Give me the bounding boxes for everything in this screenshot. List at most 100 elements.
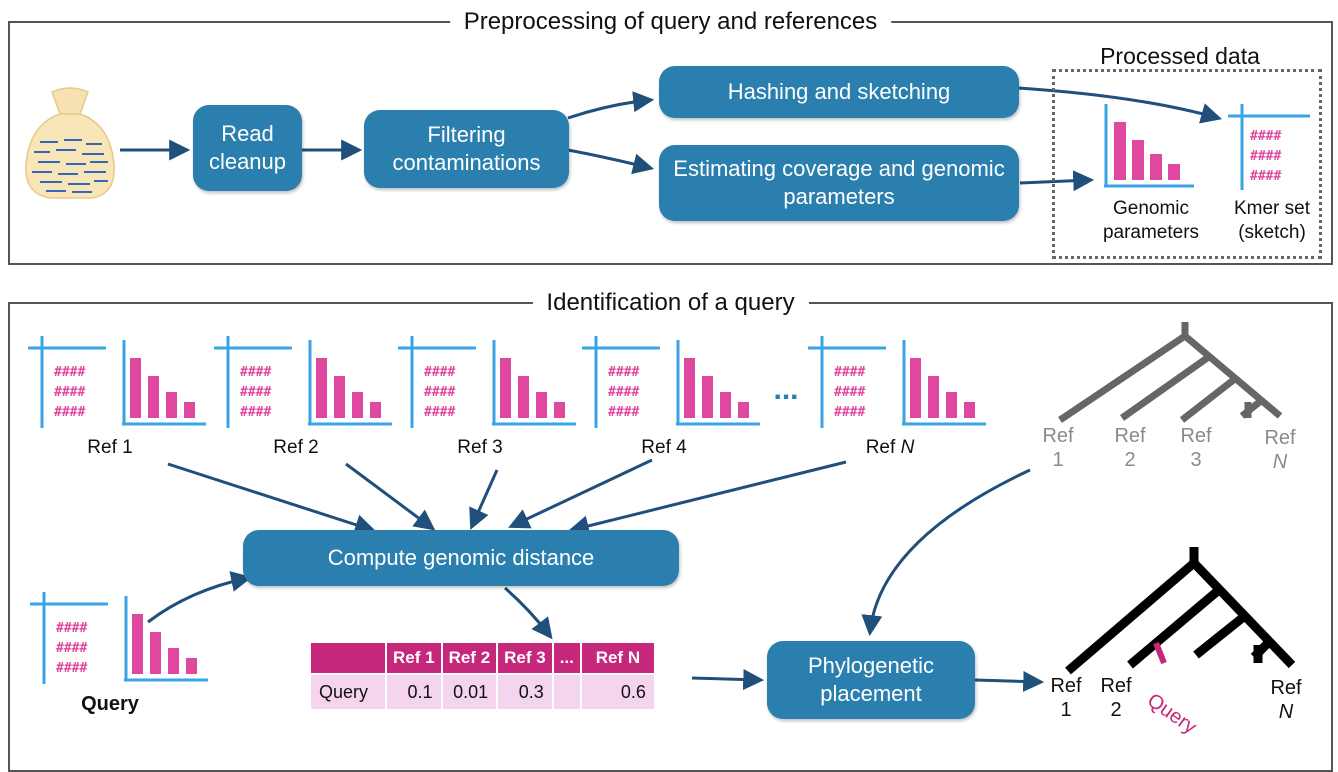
svg-text:####: ####	[54, 365, 85, 380]
gray-tree-ref3-label: Ref 3	[1176, 424, 1216, 472]
estimating-coverage-box: Estimating coverage and genomic paramete…	[659, 145, 1019, 221]
table-corner	[311, 643, 387, 674]
ref-1-group: #### #### ####	[28, 336, 208, 428]
refs-ellipsis: ...	[773, 373, 799, 406]
distance-table-header: Ref 1 Ref 2 Ref 3 ... Ref N	[311, 643, 656, 674]
ref-n-variable: N	[900, 437, 915, 458]
placed-tree-refn-label: Ref N	[1266, 676, 1306, 724]
table-cell-ref1: 0.1	[386, 673, 443, 709]
placed-tree-ref1-word: Ref	[1050, 675, 1082, 697]
table-header-refn: Ref N	[580, 643, 656, 674]
processed-data-title: Processed data	[1090, 44, 1270, 68]
genomic-parameters-label: Genomic parameters	[1102, 198, 1200, 243]
svg-text:####: ####	[240, 385, 271, 400]
arrow-placement-to-tree	[974, 670, 1045, 692]
placed-tree-ref1-label: Ref 1	[1046, 674, 1086, 722]
arrow-tree-to-placement	[861, 468, 1031, 637]
ref-4-group: #### #### ####	[582, 336, 762, 428]
gray-tree-ref2-label: Ref 2	[1110, 424, 1150, 472]
table-header-ref1: Ref 1	[386, 643, 443, 674]
svg-text:####: ####	[834, 365, 865, 380]
arrow-estimating-to-genomic	[1019, 170, 1095, 192]
gray-tree-refn-label: Ref N	[1260, 426, 1300, 474]
identification-panel: Identification of a query	[8, 288, 1333, 772]
arrow-query-to-compute	[147, 571, 253, 624]
preprocessing-title: Preprocessing of query and references	[449, 7, 892, 37]
placed-tree-ref2-word: Ref	[1100, 675, 1132, 697]
ref-n-prefix: Ref	[865, 437, 896, 458]
table-header-ref3: Ref 3	[497, 643, 554, 674]
svg-text:####: ####	[424, 365, 455, 380]
gray-tree-refn-word: Ref	[1264, 427, 1296, 449]
svg-text:####: ####	[1250, 149, 1281, 164]
placed-tree-ref2-num: 2	[1110, 699, 1122, 721]
gray-tree-ref2-num: 2	[1124, 449, 1136, 471]
gray-tree-ref1-word: Ref	[1042, 425, 1074, 447]
placed-tree-icon	[1060, 545, 1310, 675]
arrow-refn-to-compute	[567, 460, 847, 537]
table-cell-refn: 0.6	[580, 673, 656, 709]
arrow-ref1-to-compute	[167, 462, 376, 535]
svg-text:####: ####	[54, 385, 85, 400]
ref-1-label: Ref 1	[87, 437, 133, 458]
ref-4-label: Ref 4	[641, 437, 687, 458]
svg-text:####: ####	[424, 405, 455, 420]
filtering-contaminations-box: Filtering contaminations	[364, 110, 569, 188]
ref-3-label: Ref 3	[457, 437, 503, 458]
arrow-ref3-to-compute	[469, 469, 499, 530]
processed-data-box	[1052, 69, 1322, 259]
svg-text:####: ####	[1250, 129, 1281, 144]
genomic-histogram-icon	[1102, 104, 1194, 190]
table-cell-ellipsis	[552, 673, 582, 709]
svg-text:####: ####	[240, 365, 271, 380]
svg-text:####: ####	[424, 385, 455, 400]
read-cleanup-box: Read cleanup	[193, 105, 302, 191]
ref-n-group: #### #### ####	[808, 336, 988, 428]
arrow-table-to-placement	[691, 669, 765, 691]
gray-tree-ref3-num: 3	[1190, 449, 1202, 471]
table-cell-ref2: 0.01	[441, 673, 499, 709]
arrow-compute-to-table	[504, 586, 553, 640]
gray-tree-ref1-num: 1	[1052, 449, 1064, 471]
table-header-ref2: Ref 2	[441, 643, 499, 674]
table-row: Query 0.1 0.01 0.3 0.6	[311, 673, 656, 709]
ref-n-label: Ref N	[850, 436, 930, 460]
preprocessing-panel: Preprocessing of query and references	[8, 7, 1333, 265]
placed-tree-refn-word: Ref	[1270, 677, 1302, 699]
hashing-sketching-box: Hashing and sketching	[659, 66, 1019, 118]
arrow-filter-to-hashing	[567, 91, 655, 120]
svg-text:####: ####	[240, 405, 271, 420]
arrow-ref2-to-compute	[345, 462, 436, 531]
svg-text:####: ####	[1250, 169, 1281, 184]
placed-tree-refn-var: N	[1278, 701, 1294, 723]
kmer-set-icon: #### #### ####	[1228, 104, 1314, 190]
identification-title: Identification of a query	[532, 288, 809, 318]
svg-text:####: ####	[56, 621, 87, 636]
svg-text:####: ####	[56, 641, 87, 656]
table-header-ellipsis: ...	[552, 643, 582, 674]
compute-genomic-distance-box: Compute genomic distance	[243, 530, 679, 586]
svg-text:####: ####	[54, 405, 85, 420]
arrow-filter-to-estimating	[567, 148, 655, 175]
arrow-hashing-to-kmer	[1017, 86, 1223, 124]
table-cell-ref3: 0.3	[497, 673, 554, 709]
placed-tree-ref2-label: Ref 2	[1096, 674, 1136, 722]
kmer-set-label: Kmer set (sketch)	[1233, 198, 1311, 243]
table-row-label: Query	[311, 673, 387, 709]
placed-tree-ref1-num: 1	[1060, 699, 1072, 721]
gray-tree-ref1-label: Ref 1	[1038, 424, 1078, 472]
query-label: Query	[81, 693, 139, 715]
svg-text:####: ####	[834, 385, 865, 400]
gray-tree-refn-var: N	[1272, 451, 1288, 473]
svg-text:####: ####	[608, 405, 639, 420]
query-group: #### #### ####	[30, 592, 210, 684]
svg-text:####: ####	[56, 661, 87, 676]
arrow-ref4-to-compute	[508, 458, 653, 529]
ref-2-group: #### #### ####	[214, 336, 394, 428]
svg-text:####: ####	[834, 405, 865, 420]
gray-tree-ref3-word: Ref	[1180, 425, 1212, 447]
reference-tree-icon	[1040, 320, 1300, 432]
ref-3-group: #### #### ####	[398, 336, 578, 428]
phylogenetic-placement-box: Phylogenetic placement	[767, 641, 975, 719]
